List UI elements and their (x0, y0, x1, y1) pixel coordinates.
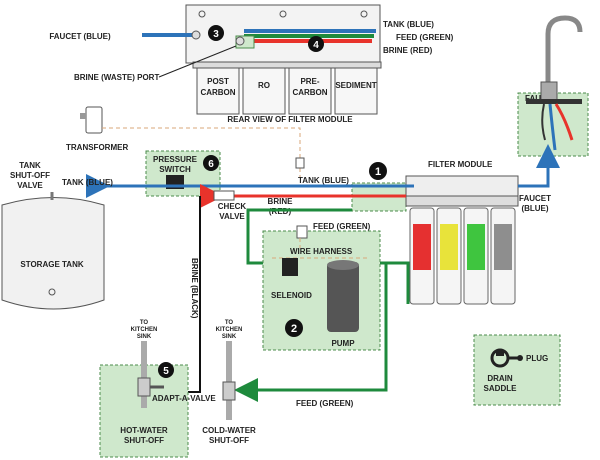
cold-water-l1: COLD-WATER (202, 426, 256, 435)
tank-blue-label: TANK (BLUE) (62, 178, 113, 187)
faucet-zone: FAUCET (517, 15, 589, 157)
pressure-switch-l1: PRESSURE (153, 155, 198, 164)
cold-water-valve: TO KITCHEN SINK COLD-WATER SHUT-OFF FEED… (202, 320, 353, 445)
feed-green-top-label: FEED (GREEN) (313, 222, 371, 231)
storage-tank: STORAGE TANK TANK SHUT-OFF VALVE (1, 161, 105, 310)
sink1-l1: TO (140, 320, 149, 326)
filter-post-carbon-l1: POST (207, 77, 229, 86)
svg-text:4: 4 (313, 40, 319, 51)
transformer: TRANSFORMER (66, 106, 305, 178)
tank-valve-l3: VALVE (17, 181, 43, 190)
marker-1: 1 (369, 162, 387, 180)
drain-saddle-l2: SADDLE (484, 384, 518, 393)
sink1-l2: KITCHEN (131, 327, 158, 333)
transformer-label: TRANSFORMER (66, 143, 128, 152)
check-valve-icon (213, 190, 235, 201)
brine-black-label: BRINE (BLACK) (190, 258, 199, 319)
pump-label: PUMP (331, 339, 355, 348)
filter-canisters (409, 207, 516, 305)
check-valve-l2: VALVE (219, 212, 245, 221)
cold-water-l2: SHUT-OFF (209, 436, 249, 445)
marker-2: 2 (285, 319, 303, 337)
plug-label: PLUG (526, 354, 548, 363)
svg-text:6: 6 (208, 159, 214, 170)
faucet-blue-l1: FAUCET (519, 194, 551, 203)
sink2-l1: TO (225, 320, 234, 326)
svg-text:3: 3 (213, 29, 219, 40)
pump-icon (327, 262, 359, 332)
rear-feed-label: FEED (GREEN) (396, 33, 454, 42)
filter-pre-carbon-l1: PRE- (300, 77, 319, 86)
tank-valve-l2: SHUT-OFF (10, 171, 50, 180)
hot-water-zone: TO KITCHEN SINK 5 ADAPT-A-VALVE HOT-WATE… (99, 320, 216, 458)
sink2-l2: KITCHEN (216, 327, 243, 333)
drain-saddle-zone: PLUG DRAIN SADDLE (473, 334, 561, 406)
filter-ro-label: RO (258, 81, 270, 90)
faucet-blue-tube (518, 144, 560, 188)
wire-harness-label: WIRE HARNESS (290, 247, 353, 256)
rear-view-module: POST CARBON RO PRE- CARBON SEDIMENT REAR… (49, 4, 454, 124)
hot-water-l2: SHUT-OFF (124, 436, 164, 445)
sink2-l3: SINK (222, 334, 237, 340)
svg-text:2: 2 (291, 323, 297, 335)
storage-tank-label: STORAGE TANK (20, 260, 83, 269)
selenoid-icon (282, 258, 298, 276)
feed-green-bottom-label: FEED (GREEN) (296, 399, 354, 408)
rear-brine-label: BRINE (RED) (383, 46, 433, 55)
selenoid-label: SELENOID (271, 291, 312, 300)
filter-module: 1 FILTER MODULE FAUCET (BLUE) (351, 160, 551, 305)
svg-text:1: 1 (375, 166, 381, 178)
rear-tank-label: TANK (BLUE) (383, 20, 434, 29)
brine-waste-port-label: BRINE (WASTE) PORT (74, 73, 159, 82)
rear-view-caption: REAR VIEW OF FILTER MODULE (227, 115, 353, 124)
pump-zone: FEED (GREEN) WIRE HARNESS SELENOID PUMP … (262, 222, 381, 351)
tank-blue-right-label: TANK (BLUE) (298, 176, 349, 185)
adapt-a-valve-icon (137, 377, 151, 397)
sink1-l3: SINK (137, 334, 152, 340)
rear-faucet-label: FAUCET (BLUE) (49, 32, 111, 41)
filter-pre-carbon-l2: CARBON (292, 88, 327, 97)
filter-post-carbon-l2: CARBON (200, 88, 235, 97)
pressure-switch-zone: PRESSURE SWITCH 6 (145, 150, 221, 197)
drain-saddle-l1: DRAIN (487, 374, 513, 383)
tank-valve-l1: TANK (19, 161, 41, 170)
filter-sediment-label: SEDIMENT (335, 81, 376, 90)
faucet-blue-l2: (BLUE) (521, 204, 548, 213)
brine-red-l1: BRINE (268, 197, 294, 206)
marker-4: 4 (308, 36, 324, 52)
marker-5: 5 (158, 362, 174, 378)
check-valve-l1: CHECK (218, 202, 247, 211)
filter-module-label: FILTER MODULE (428, 160, 493, 169)
tubes: TANK (BLUE) TANK (BLUE) BRINE (RED) CHEC… (62, 144, 560, 402)
rear-view-filters (192, 61, 382, 115)
marker-6: 6 (203, 155, 219, 171)
pressure-switch-l2: SWITCH (159, 165, 191, 174)
marker-3: 3 (208, 25, 224, 41)
svg-text:5: 5 (163, 366, 169, 377)
hot-water-l1: HOT-WATER (120, 426, 168, 435)
faucet-icon (545, 15, 583, 96)
adapt-a-valve-label: ADAPT-A-VALVE (152, 394, 216, 403)
